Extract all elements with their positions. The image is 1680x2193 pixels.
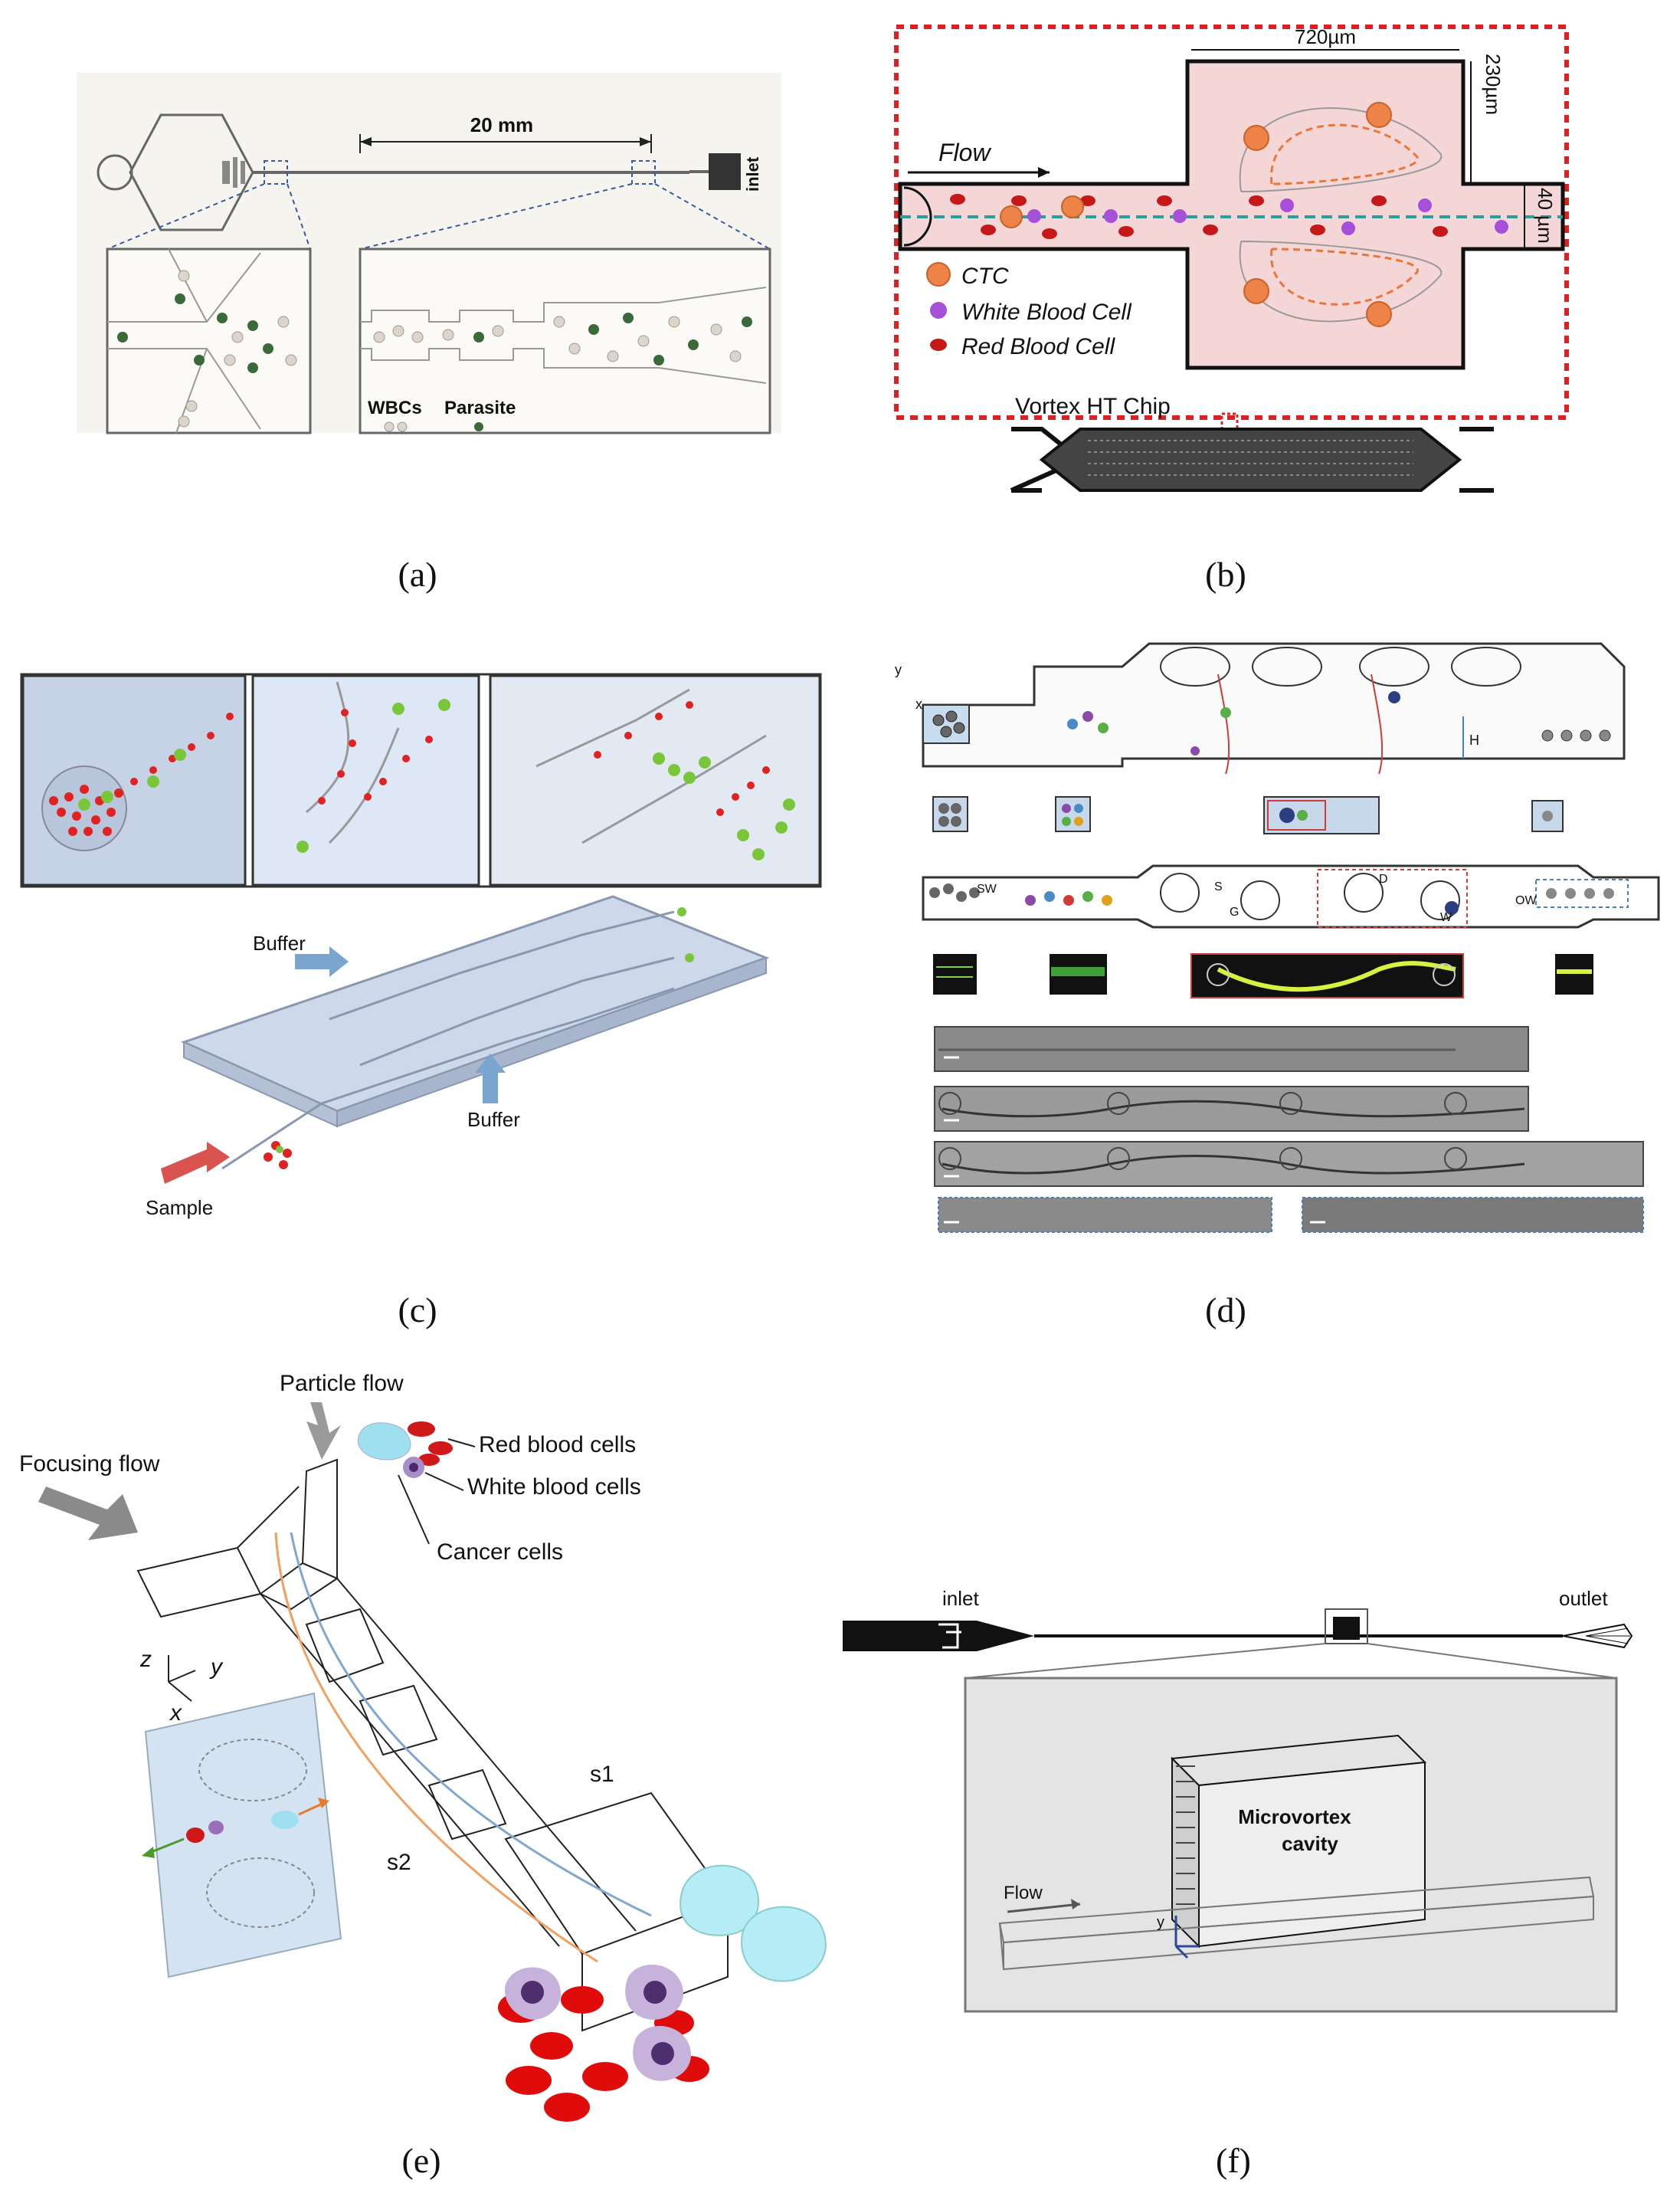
f-ax-y: y: [1157, 1914, 1164, 1931]
caption-d: (d): [1205, 1290, 1246, 1329]
dim-s: S: [1214, 880, 1223, 893]
legend-wbc: White Blood Cell: [961, 300, 1132, 325]
b-channel-cells: [950, 102, 1508, 327]
legend-rbc: Red Blood Cell: [961, 334, 1115, 359]
f-inlet-label: inlet: [942, 1587, 979, 1610]
cavity-label-1: Microvortex: [1238, 1805, 1351, 1828]
wbcs-label: WBCs: [368, 398, 422, 418]
panel-c: Buffer Buffer Sample: [20, 673, 822, 1219]
panel-d: H y x SW S G D W OW: [895, 642, 1660, 1233]
caption-c: (c): [398, 1290, 437, 1329]
dim-w: W: [1440, 911, 1452, 924]
wbc-label: White blood cells: [467, 1474, 641, 1500]
legend-ctc: CTC: [961, 264, 1009, 289]
zoom2-cells: [373, 313, 752, 366]
channel-label: 40 µm: [1534, 188, 1557, 244]
panel-f: inlet outlet Microvortex cavity Flow y: [843, 1587, 1633, 2013]
axis-top: y: [895, 662, 902, 677]
caption-b: (b): [1205, 555, 1246, 594]
parasite-label: Parasite: [444, 398, 516, 418]
e-bottom-cells: [498, 1964, 709, 2122]
s1-label: s1: [590, 1762, 614, 1787]
width-label: 720µm: [1295, 25, 1356, 48]
panel-b: Flow 720µm 230µm 40 µm CTC White Blood C…: [894, 25, 1569, 493]
chip-label: Vortex HT Chip: [1015, 394, 1171, 419]
zoom1-cells: [117, 270, 297, 428]
f-flow-label: Flow: [1004, 1883, 1043, 1903]
ax-z: z: [139, 1647, 152, 1672]
height-label: 230µm: [1482, 54, 1505, 115]
length-label: 20 mm: [470, 113, 533, 136]
buffer-bottom-label: Buffer: [467, 1108, 520, 1131]
flow-label: Flow: [938, 139, 991, 166]
dim-sw: SW: [977, 883, 997, 896]
caption-a: (a): [398, 555, 437, 594]
dim-ow: OW: [1515, 894, 1537, 907]
focusing-flow-label: Focusing flow: [19, 1451, 160, 1477]
caption-f: (f): [1216, 2141, 1251, 2180]
cavity-label-2: cavity: [1282, 1832, 1338, 1855]
ax-x: x: [169, 1700, 182, 1726]
cancer-label: Cancer cells: [437, 1539, 563, 1565]
dim-g: G: [1230, 906, 1239, 919]
f-outlet-label: outlet: [1559, 1587, 1608, 1610]
s2-label: s2: [387, 1850, 411, 1875]
dim-d: D: [1379, 873, 1388, 886]
particle-flow-label: Particle flow: [280, 1371, 404, 1396]
ax-y: y: [209, 1654, 224, 1680]
sample-label: Sample: [146, 1196, 213, 1219]
c-red-cluster: [49, 713, 234, 836]
axis-side: x: [915, 697, 922, 712]
inlet-label: inlet: [743, 156, 762, 192]
dim-h: H: [1469, 733, 1479, 748]
panel-a: 20 mm inlet: [77, 73, 781, 434]
rbc-label: Red blood cells: [479, 1432, 636, 1457]
caption-e: (e): [401, 2141, 440, 2180]
buffer-top-label: Buffer: [253, 932, 306, 955]
panel-e: Particle flow Focusing flow s1 s2 z y x: [19, 1371, 827, 2122]
